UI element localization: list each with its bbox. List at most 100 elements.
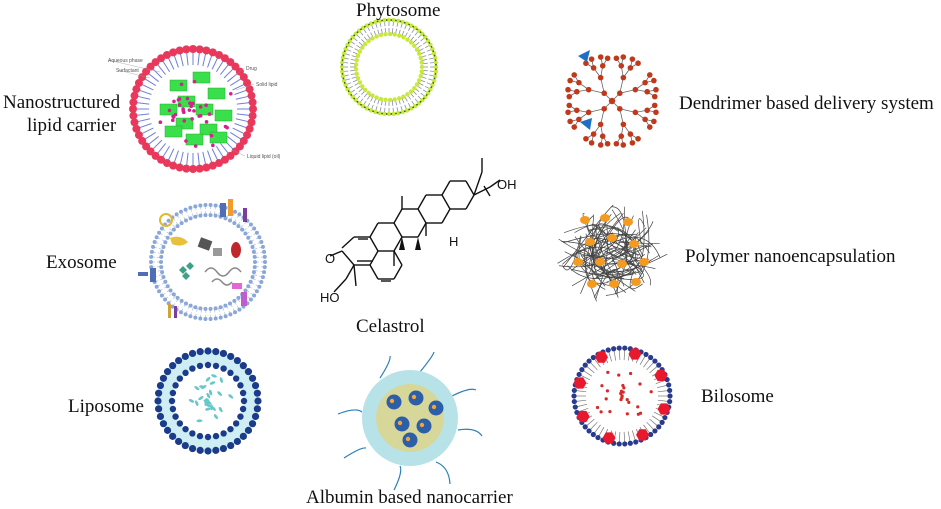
exosome-head <box>209 213 213 217</box>
bilosome-head <box>583 424 588 429</box>
exosome-head <box>214 316 218 320</box>
albumin-peg-chain <box>338 410 362 414</box>
dendrimer-node <box>651 119 657 125</box>
dendrimer-node <box>633 110 639 116</box>
celastrol-bond <box>346 265 354 279</box>
phytosome-illustration <box>340 18 438 116</box>
phytosome-phyto-dot <box>423 35 425 37</box>
exosome-head <box>155 235 159 239</box>
exosome-label: Exosome <box>46 251 117 274</box>
celastrol-bond <box>418 223 426 237</box>
phytosome-phyto-dot <box>390 113 392 115</box>
celastrol-wedge <box>399 237 405 250</box>
liposome-inner-head <box>213 433 219 439</box>
bilosome-head <box>591 355 596 360</box>
bilosome-drug-dot <box>626 412 629 415</box>
bilosome-drug-dot <box>626 398 629 401</box>
dendrimer-label: Dendrimer based delivery system <box>679 92 934 115</box>
celastrol-bond <box>370 223 378 237</box>
exosome-cargo <box>198 237 213 251</box>
phytosome-phyto-dot <box>404 110 406 112</box>
exosome-head <box>151 245 155 249</box>
exosome-head <box>198 204 202 208</box>
dendrimer-node <box>651 78 657 84</box>
exosome-head <box>180 299 184 303</box>
exosome-head <box>232 221 236 225</box>
phytosome-phyto-dot <box>372 22 374 24</box>
phytosome-phyto-dot <box>416 104 418 106</box>
exosome-illustration <box>138 199 267 321</box>
exosome-head <box>252 270 256 274</box>
phytosome-head <box>388 32 392 36</box>
liposome-inner-head <box>182 370 188 376</box>
exosome-head <box>161 245 165 249</box>
exosome-head <box>261 245 265 249</box>
phytosome-head <box>360 45 364 49</box>
phytosome-phyto-dot <box>412 106 414 108</box>
phytosome-head <box>401 35 405 39</box>
liposome-inner-head <box>233 375 239 381</box>
liposome-outer-head <box>245 368 252 375</box>
liposome-outer-head <box>240 362 247 369</box>
phytosome-phyto-dot <box>360 104 362 106</box>
bilosome-tail <box>657 385 667 387</box>
exosome-head <box>193 204 197 208</box>
exosome-head <box>193 316 197 320</box>
exosome-head <box>166 284 170 288</box>
liposome-outer-head <box>249 375 256 382</box>
exosome-head <box>166 236 170 240</box>
nlc-drug-dot <box>182 119 186 123</box>
phytosome-head <box>419 69 423 73</box>
exosome-head <box>176 296 180 300</box>
exosome-tail <box>173 225 176 228</box>
liposome-outer-head <box>254 390 261 397</box>
exosome-head <box>176 224 180 228</box>
nlc-annotation-drug: Drug <box>246 66 257 72</box>
bilosome-tail <box>643 359 649 367</box>
phytosome-phyto-dot <box>435 59 437 61</box>
bilosome-illustration <box>571 345 672 446</box>
nlc-drug-dot <box>192 109 196 113</box>
dendrimer-node <box>620 54 626 60</box>
exosome-head <box>223 304 227 308</box>
exosome-head <box>169 288 173 292</box>
polymer-nanoencapsulation-illustration <box>558 205 668 301</box>
phytosome-head <box>397 96 401 100</box>
exosome-head <box>209 317 213 321</box>
liposome-outer-head <box>169 433 176 440</box>
exosome-head <box>209 307 213 311</box>
celastrol-bond <box>394 223 402 237</box>
exosome-head <box>184 208 188 212</box>
exosome-protein <box>241 292 247 306</box>
dendrimer-node <box>571 72 577 78</box>
liposome-inner-head <box>240 390 246 396</box>
phytosome-head <box>383 32 387 36</box>
nlc-surfactant-head <box>249 98 257 106</box>
celastrol-atom-h: H <box>449 230 458 253</box>
phytosome-phyto-dot <box>435 73 437 75</box>
dendrimer-node <box>574 89 580 95</box>
phytosome-phyto-dot <box>400 112 402 114</box>
bilosome-tail <box>658 391 668 392</box>
dendrimer-node <box>618 133 624 139</box>
bilosome-tail <box>576 391 586 392</box>
albumin-label: Albumin based nanocarrier <box>306 486 513 509</box>
polymer-drug-blob <box>607 234 617 242</box>
bilosome-tail <box>576 400 586 401</box>
bilosome-tail <box>614 351 616 361</box>
exosome-head <box>179 310 183 314</box>
exosome-head <box>262 270 266 274</box>
exosome-cargo <box>186 262 194 270</box>
nlc-solid-lipid <box>210 132 227 143</box>
liposome-inner-head <box>182 426 188 432</box>
dendrimer-ligand-triangle <box>580 118 592 130</box>
nlc-drug-dot <box>180 83 184 87</box>
exosome-head <box>160 270 164 274</box>
phytosome-phyto-dot <box>431 46 433 48</box>
exosome-head <box>249 222 253 226</box>
polymer-drug-blob <box>587 280 597 288</box>
liposome-outer-head <box>157 382 164 389</box>
exosome-head <box>170 305 174 309</box>
bilosome-head <box>579 367 584 372</box>
exosome-head <box>263 255 267 259</box>
